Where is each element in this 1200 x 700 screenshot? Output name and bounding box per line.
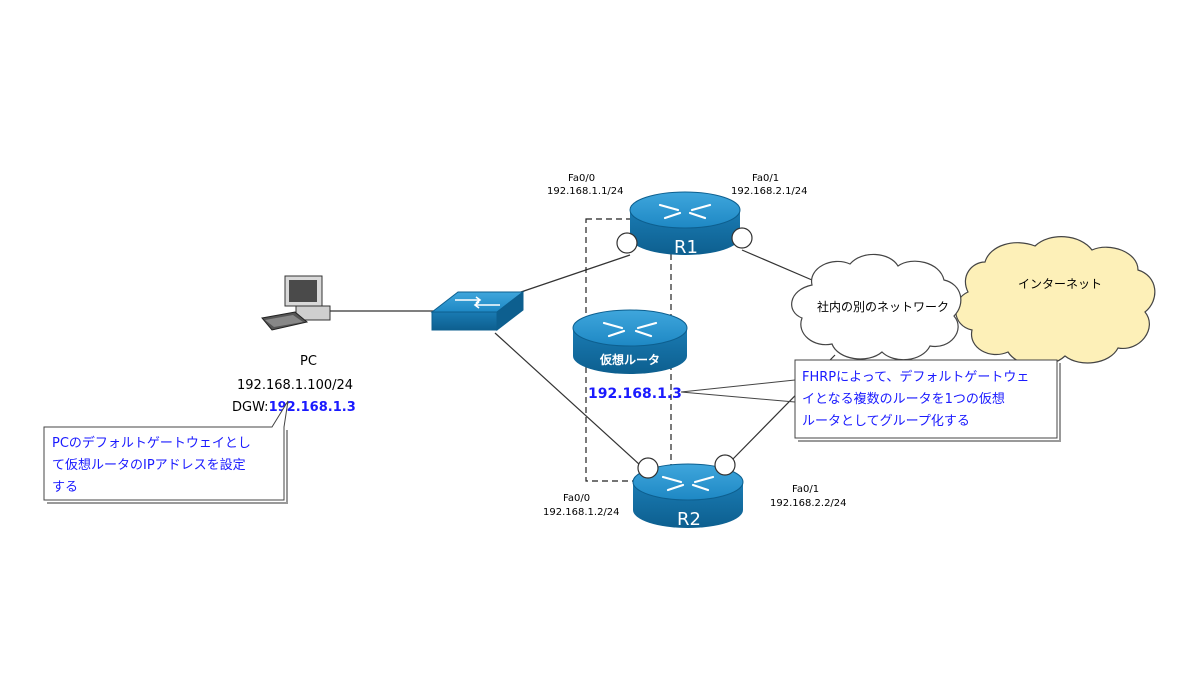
r2-port-fa00 [637, 457, 659, 479]
r1-fa01-ip: 192.168.2.1/24 [731, 186, 808, 197]
virtual-router: 仮想ルータ [572, 309, 688, 374]
link-switch-r2 [494, 332, 641, 466]
pc-callout: PCのデフォルトゲートウェイとし て仮想ルータのIPアドレスを設定 する [43, 400, 289, 504]
pc-dgw-prefix: DGW: [232, 400, 269, 415]
pc-callout-text: PCのデフォルトゲートウェイとし て仮想ルータのIPアドレスを設定 する [52, 435, 255, 495]
pc-label: PC [300, 354, 317, 369]
pc-dgw-value: 192.168.1.3 [269, 400, 356, 415]
cloud-internet: インターネット [955, 236, 1156, 366]
r1-fa01-name: Fa0/1 [752, 173, 779, 184]
r2-port-fa01 [714, 454, 736, 476]
virtual-router-name: 仮想ルータ [599, 352, 660, 367]
fhrp-callout-line-2: イとなる複数のルータを1つの仮想 [802, 391, 1005, 407]
pc-callout-line-1: PCのデフォルトゲートウェイとし [52, 435, 251, 451]
cloud-internal-label: 社内の別のネットワーク [817, 299, 949, 314]
router-r2: R2 [632, 454, 744, 530]
router-r1-name: R1 [674, 237, 698, 258]
virtual-router-ip: 192.168.1.3 [588, 386, 682, 402]
pc-callout-line-3: する [52, 480, 78, 495]
pc-callout-line-2: て仮想ルータのIPアドレスを設定 [52, 457, 246, 473]
r1-fa00-name: Fa0/0 [568, 173, 595, 184]
r1-fa00-ip: 192.168.1.1/24 [547, 186, 624, 197]
link-switch-r1 [517, 254, 631, 294]
r1-port-fa01 [731, 227, 753, 249]
r2-fa00-ip: 192.168.1.2/24 [543, 507, 620, 518]
router-r1: R1 [616, 191, 753, 258]
pc-ip: 192.168.1.100/24 [237, 378, 353, 393]
r2-fa01-ip: 192.168.2.2/24 [770, 498, 847, 509]
fhrp-callout-line-3: ルータとしてグループ化する [802, 414, 970, 429]
switch-icon [430, 290, 525, 332]
r2-fa01-name: Fa0/1 [792, 484, 819, 495]
r2-fa00-name: Fa0/0 [563, 493, 590, 504]
pc-dgw: DGW:192.168.1.3 [232, 400, 356, 415]
fhrp-callout: FHRPによって、デフォルトゲートウェ イとなる複数のルータを1つの仮想 ルータ… [680, 359, 1061, 442]
fhrp-callout-line-1: FHRPによって、デフォルトゲートウェ [802, 369, 1029, 385]
fhrp-callout-text: FHRPによって、デフォルトゲートウェ イとなる複数のルータを1つの仮想 ルータ… [802, 369, 1034, 429]
link-r1-internal-net [741, 249, 813, 281]
router-r2-name: R2 [677, 509, 701, 530]
cloud-internet-label: インターネット [1018, 277, 1102, 291]
pc-icon [261, 275, 331, 331]
r1-port-fa00 [616, 232, 638, 254]
cloud-internal-network: 社内の別のネットワーク [791, 253, 962, 361]
